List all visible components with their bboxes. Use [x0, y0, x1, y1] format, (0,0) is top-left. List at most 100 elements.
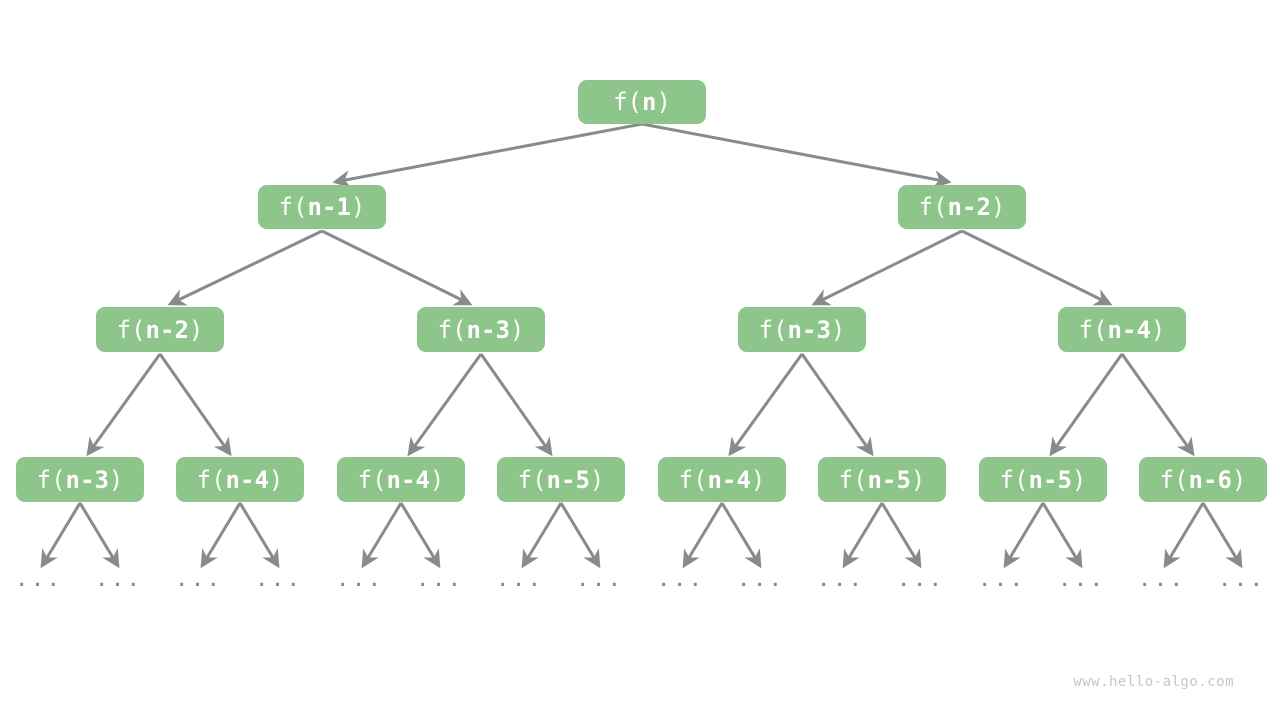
ellipsis-label: ... — [497, 570, 545, 591]
edge — [479, 353, 553, 457]
node-label-post: ) — [589, 465, 605, 494]
node-label-pre: f( — [36, 465, 66, 494]
node-label-arg: n-5 — [867, 465, 911, 494]
tree-node-f-n-6: f(n-6) — [1139, 457, 1267, 502]
node-label-pre: f( — [678, 465, 708, 494]
edge — [842, 502, 884, 569]
edge — [407, 353, 483, 457]
node-label-pre: f( — [116, 315, 146, 344]
node-label-post: ) — [1150, 315, 1166, 344]
node-label-post: ) — [429, 465, 445, 494]
edge — [167, 229, 323, 306]
edge — [361, 502, 403, 569]
edge — [40, 502, 82, 569]
edge — [961, 229, 1113, 306]
edge — [641, 122, 952, 189]
node-label-arg: n — [642, 88, 657, 116]
node-label-pre: f( — [1159, 465, 1189, 494]
ellipsis-label: ... — [1059, 570, 1107, 591]
node-label-post: ) — [910, 465, 926, 494]
node-label-post: ) — [750, 465, 766, 494]
ellipsis-label: ... — [16, 570, 64, 591]
tree-node-f-n-4: f(n-4) — [337, 457, 465, 502]
ellipsis-label: ... — [417, 570, 465, 591]
node-label-arg: n-3 — [466, 315, 510, 344]
tree-node-f-n-5: f(n-5) — [979, 457, 1107, 502]
node-label-arg: n-4 — [707, 465, 751, 494]
tree-node-f-n-3: f(n-3) — [417, 307, 545, 352]
edge — [1163, 502, 1205, 569]
node-label-pre: f( — [196, 465, 226, 494]
node-label-arg: n-1 — [307, 193, 351, 221]
node-label-pre: f( — [278, 193, 308, 221]
tree-node-f-n-3: f(n-3) — [738, 307, 866, 352]
node-label-post: ) — [509, 315, 525, 344]
edge — [238, 502, 280, 569]
node-label-pre: f( — [357, 465, 387, 494]
edge — [158, 353, 232, 457]
tree-node-f-n-2: f(n-2) — [96, 307, 224, 352]
tree-node-f-n-1: f(n-1) — [258, 185, 386, 229]
tree-node-f-n-5: f(n-5) — [497, 457, 625, 502]
node-label-post: ) — [188, 315, 204, 344]
ellipsis-label: ... — [256, 570, 304, 591]
edge — [399, 502, 441, 569]
tree-node-f-n-5: f(n-5) — [818, 457, 946, 502]
ellipsis-label: ... — [979, 570, 1027, 591]
edge — [78, 502, 120, 569]
node-label-arg: n-3 — [65, 465, 109, 494]
node-label-arg: n-2 — [145, 315, 189, 344]
edge — [521, 502, 563, 569]
tree-node-f-n-4: f(n-4) — [1058, 307, 1186, 352]
node-label-pre: f( — [918, 193, 948, 221]
edge — [728, 353, 804, 457]
ellipsis-label: ... — [658, 570, 706, 591]
watermark: www.hello-algo.com — [1073, 674, 1234, 690]
node-label-pre: f( — [999, 465, 1029, 494]
ellipsis-label: ... — [96, 570, 144, 591]
ellipsis-label: ... — [337, 570, 385, 591]
edge — [1120, 353, 1195, 457]
edge — [720, 502, 762, 569]
node-label-pre: f( — [613, 88, 642, 116]
edge — [86, 353, 162, 457]
edge — [200, 502, 242, 569]
ellipsis-label: ... — [818, 570, 866, 591]
tree-node-f-n: f(n) — [578, 80, 706, 124]
edge — [1003, 502, 1045, 569]
edge — [682, 502, 724, 569]
tree-node-f-n-4: f(n-4) — [176, 457, 304, 502]
node-label-arg: n-4 — [225, 465, 269, 494]
node-label-arg: n-4 — [1107, 315, 1151, 344]
edge — [1041, 502, 1083, 569]
ellipsis-label: ... — [1219, 570, 1267, 591]
node-label-post: ) — [830, 315, 846, 344]
ellipsis-label: ... — [577, 570, 625, 591]
edge — [332, 122, 643, 189]
node-label-pre: f( — [758, 315, 788, 344]
node-label-arg: n-6 — [1188, 465, 1232, 494]
tree-node-f-n-4: f(n-4) — [658, 457, 786, 502]
node-label-pre: f( — [1078, 315, 1108, 344]
ellipsis-label: ... — [898, 570, 946, 591]
node-label-pre: f( — [838, 465, 868, 494]
node-label-arg: n-5 — [546, 465, 590, 494]
node-label-pre: f( — [437, 315, 467, 344]
node-label-pre: f( — [517, 465, 547, 494]
ellipsis-label: ... — [738, 570, 786, 591]
edge — [1049, 353, 1124, 457]
edge — [1201, 502, 1243, 569]
edge — [800, 353, 874, 457]
edge — [811, 229, 963, 306]
node-label-post: ) — [350, 193, 366, 221]
ellipsis-label: ... — [176, 570, 224, 591]
node-label-post: ) — [108, 465, 124, 494]
node-label-arg: n-3 — [787, 315, 831, 344]
node-label-post: ) — [656, 88, 671, 116]
node-label-post: ) — [1231, 465, 1247, 494]
tree-node-f-n-2: f(n-2) — [898, 185, 1026, 229]
node-label-post: ) — [268, 465, 284, 494]
tree-node-f-n-3: f(n-3) — [16, 457, 144, 502]
node-label-arg: n-5 — [1028, 465, 1072, 494]
